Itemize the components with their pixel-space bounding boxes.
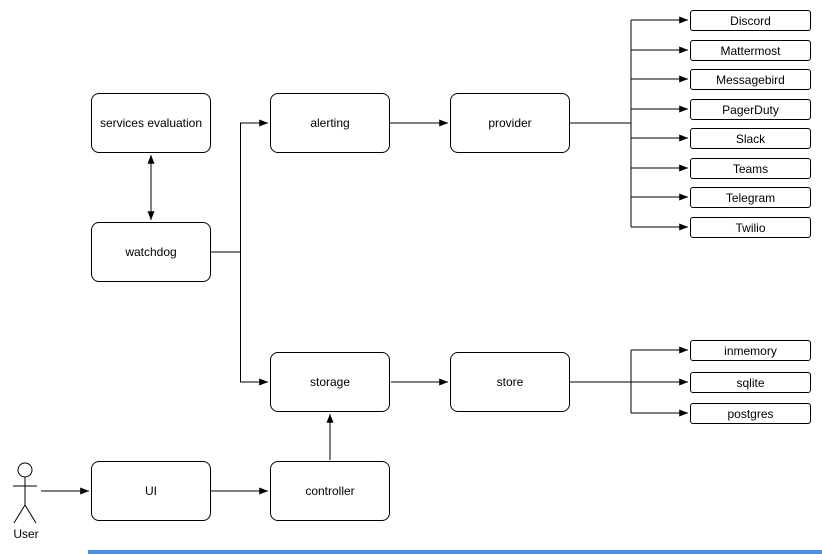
node-alerting: alerting xyxy=(270,93,390,153)
node-discord: Discord xyxy=(690,10,811,31)
node-store: store xyxy=(450,352,570,412)
node-slack: Slack xyxy=(690,128,811,149)
node-inmemory: inmemory xyxy=(690,340,811,361)
node-twilio: Twilio xyxy=(690,217,811,238)
edge-provider-trunk xyxy=(570,20,632,227)
node-postgres: postgres xyxy=(690,403,811,424)
node-storage: storage xyxy=(270,352,390,412)
node-pagerduty: PagerDuty xyxy=(690,99,811,120)
horizontal-scrollbar-thumb[interactable] xyxy=(88,550,822,554)
node-sqlite: sqlite xyxy=(690,372,811,393)
edge-store-trunk xyxy=(570,350,632,413)
node-services-evaluation: services evaluation xyxy=(91,93,211,153)
node-teams: Teams xyxy=(690,158,811,179)
user-actor-label: User xyxy=(13,527,39,541)
node-telegram: Telegram xyxy=(690,187,811,208)
edge-watchdog-alerting xyxy=(211,119,269,253)
node-controller: controller xyxy=(270,461,390,521)
node-ui: UI xyxy=(91,461,211,521)
node-mattermost: Mattermost xyxy=(690,40,811,61)
node-watchdog: watchdog xyxy=(91,222,211,282)
node-provider: provider xyxy=(450,93,570,153)
edge-watchdog-storage xyxy=(240,252,269,386)
user-actor-icon xyxy=(13,462,37,524)
node-messagebird: Messagebird xyxy=(690,69,811,90)
